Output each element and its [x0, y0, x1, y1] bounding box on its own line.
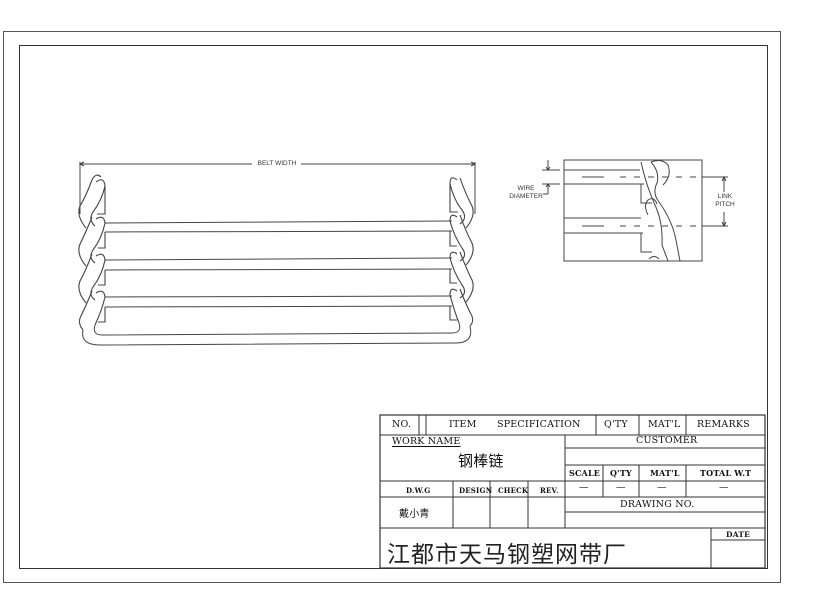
wire-diameter-label-line1: WIRE — [517, 185, 535, 192]
customer-label: CUSTOMER — [636, 435, 698, 446]
total-wt-value: — — [719, 482, 729, 493]
link-pitch-label: LINK PITCH — [710, 193, 740, 209]
work-name-value: 钢棒链 — [458, 452, 504, 470]
header-remarks: REMARKS — [697, 419, 750, 430]
rev-label: REV. — [540, 486, 559, 495]
wire-diameter-dimension — [542, 160, 560, 195]
rod-3 — [104, 295, 453, 308]
dwg-label: D.W.G — [406, 486, 431, 495]
rod-1 — [104, 220, 453, 233]
outer-border — [3, 31, 781, 583]
company-name: 江都市天马钢塑网带厂 — [387, 542, 627, 568]
header-specification: SPECIFICATION — [497, 419, 581, 430]
link-pitch-dimension — [702, 175, 728, 228]
wire-diameter-label-line2: DIAMETER — [509, 193, 543, 200]
design-label: DESIGN — [459, 486, 493, 495]
header-no: NO. — [392, 419, 412, 430]
left-edge-links — [78, 174, 106, 331]
scale-label: SCALE — [569, 468, 601, 478]
title-block-grid — [379, 414, 766, 569]
header-qty: Q'TY — [604, 419, 628, 430]
dwg-value: 戴小青 — [399, 509, 430, 520]
header-item: ITEM — [449, 419, 477, 430]
side-view — [563, 159, 703, 262]
scale-value: — — [579, 482, 589, 493]
spec-qty-value: — — [616, 482, 626, 493]
link-pitch-label-line1: LINK — [717, 193, 733, 200]
wire-diameter-label: WIRE DIAMETER — [506, 185, 546, 201]
spec-matl-label: MAT'L — [650, 468, 680, 478]
work-name-label: WORK NAME — [392, 436, 461, 447]
spec-qty-label: Q'TY — [610, 468, 632, 478]
date-label: DATE — [726, 530, 751, 539]
link-pitch-label-line2: PITCH — [715, 201, 735, 208]
belt-width-dimension — [78, 161, 477, 214]
check-label: CHECK — [498, 486, 529, 495]
rod-2 — [104, 257, 453, 271]
belt-width-label: BELT WIDTH — [257, 160, 297, 167]
total-wt-label: TOTAL W.T — [700, 468, 752, 478]
rod-4-bottom-loop — [82, 322, 472, 346]
right-edge-links — [449, 177, 474, 327]
header-matl: MAT'L — [648, 419, 681, 430]
spec-matl-value: — — [657, 482, 667, 493]
drawing-no-label: DRAWING NO. — [620, 499, 695, 510]
